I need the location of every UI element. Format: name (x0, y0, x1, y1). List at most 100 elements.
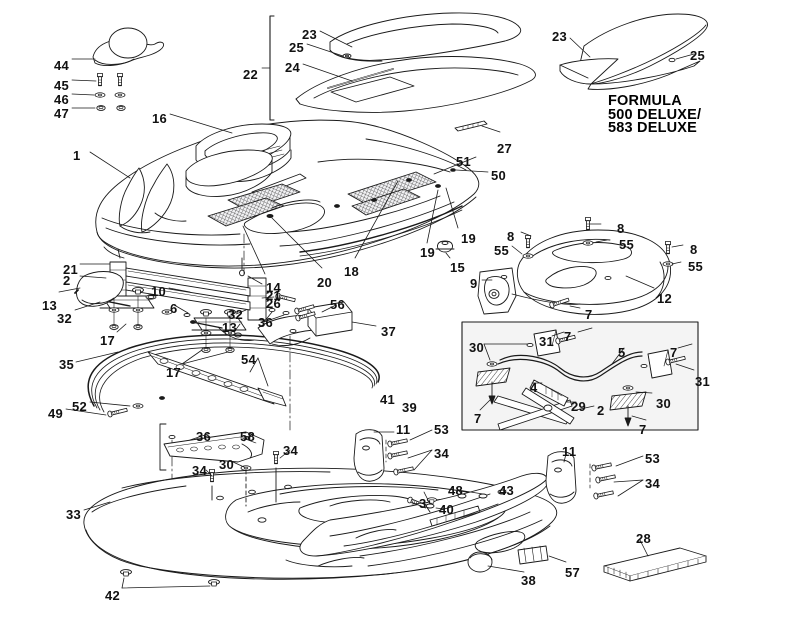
callout-number: 8 (690, 242, 698, 257)
callout-number: 25 (690, 48, 706, 63)
callout-number: 48 (448, 483, 464, 498)
callout-number: 30 (656, 396, 672, 411)
callout-number: 2 (63, 273, 71, 288)
callout-number: 11 (562, 444, 577, 459)
callout-number: 4 (530, 380, 538, 395)
callout-number: 13 (222, 320, 238, 335)
engine-cover (516, 229, 671, 315)
callout-number: 10 (151, 284, 167, 299)
callout-number: 32 (228, 307, 244, 322)
callout-number: 56 (330, 297, 346, 312)
callout-number: 20 (317, 275, 333, 290)
callout-number: 8 (617, 221, 625, 236)
callout-number: 45 (54, 78, 70, 93)
hood-seal (87, 334, 380, 413)
callout-number: 14 (266, 280, 282, 295)
model-title-line-1: FORMULA (608, 93, 682, 109)
model-title-block: FORMULA 500 DELUXE/ 583 DELUXE (608, 93, 702, 136)
callout-number: 24 (285, 60, 301, 75)
latch-assembly (257, 301, 353, 347)
callout-number: 46 (54, 92, 70, 107)
callout-number: 17 (166, 365, 182, 380)
callout-number: 18 (344, 264, 360, 279)
callout-number: 5 (618, 345, 626, 360)
callout-number: 41 (380, 392, 396, 407)
callout-number: 54 (241, 352, 257, 367)
callout-number: 13 (42, 298, 58, 313)
inset-detail-box (461, 321, 699, 431)
callout-number: 36 (258, 315, 274, 330)
callout-number: 26 (266, 296, 282, 311)
model-title-line-2: 500 DELUXE/ (608, 106, 702, 123)
callout-number: 7 (639, 422, 647, 437)
callout-number: 11 (396, 422, 411, 437)
callout-number: 39 (402, 400, 418, 415)
callout-number: 2 (597, 403, 605, 418)
callout-number: 9 (470, 276, 478, 291)
callout-number: 6 (170, 301, 178, 316)
callout-number: 44 (54, 58, 70, 73)
callout-number: 33 (66, 507, 82, 522)
callout-number: 36 (196, 429, 212, 444)
callout-number: 23 (552, 29, 568, 44)
callout-number: 16 (152, 111, 168, 126)
callout-number: 19 (420, 245, 436, 260)
callout-number: 7 (564, 329, 572, 344)
callout-number: 7 (585, 307, 593, 322)
callout-number: 31 (695, 374, 711, 389)
callout-number: 29 (571, 399, 587, 414)
callout-number: 17 (100, 333, 116, 348)
callout-number: 27 (497, 141, 513, 156)
callout-number: 7 (474, 411, 482, 426)
callout-number: 38 (521, 573, 537, 588)
callout-number: 52 (72, 399, 88, 414)
hinge-bar (147, 351, 287, 407)
mirror-assembly (92, 27, 165, 111)
callout-number: 55 (494, 243, 510, 258)
main-hood (95, 119, 480, 269)
callout-number: 55 (688, 259, 704, 274)
callout-number: 12 (657, 291, 673, 306)
callout-number: 32 (57, 311, 73, 326)
callout-number: 8 (507, 229, 515, 244)
callout-number: 30 (469, 340, 485, 355)
callout-number: 43 (499, 483, 515, 498)
bracket-11-right (545, 451, 577, 504)
callout-number: 53 (434, 422, 450, 437)
floor-mat-28 (603, 547, 707, 582)
callout-number: 23 (302, 27, 318, 42)
callout-number: 35 (59, 357, 75, 372)
callout-number: 34 (434, 446, 450, 461)
callout-number: 22 (243, 67, 259, 82)
callout-number: 1 (73, 148, 81, 163)
callout-number: 49 (48, 406, 64, 421)
callout-number: 34 (283, 443, 299, 458)
callout-number: 37 (381, 324, 397, 339)
callout-number: 34 (192, 463, 208, 478)
callout-number: 55 (619, 237, 635, 252)
callout-number: 28 (636, 531, 652, 546)
callout-number: 50 (491, 168, 507, 183)
callout-number: 42 (105, 588, 121, 603)
callout-number: 30 (219, 457, 235, 472)
callout-number: 15 (450, 260, 466, 275)
callout-number: 21 (63, 262, 79, 277)
callout-number: 47 (54, 106, 70, 121)
right-hood-cover (559, 13, 708, 90)
bracket-11-left (353, 429, 385, 482)
callout-number: 25 (289, 40, 305, 55)
latch-bracket-9 (477, 267, 517, 315)
callout-number: 53 (645, 451, 661, 466)
callout-number: 51 (456, 154, 472, 169)
callout-number: 21 (266, 288, 282, 303)
callout-number: 40 (439, 502, 455, 517)
hood-cover-group (261, 12, 536, 132)
callout-number: 58 (240, 429, 256, 444)
callout-number: 19 (461, 231, 477, 246)
callout-number: 3 (419, 496, 427, 511)
callout-number: 57 (565, 565, 581, 580)
callout-number: 31 (539, 334, 555, 349)
callout-number: 34 (645, 476, 661, 491)
